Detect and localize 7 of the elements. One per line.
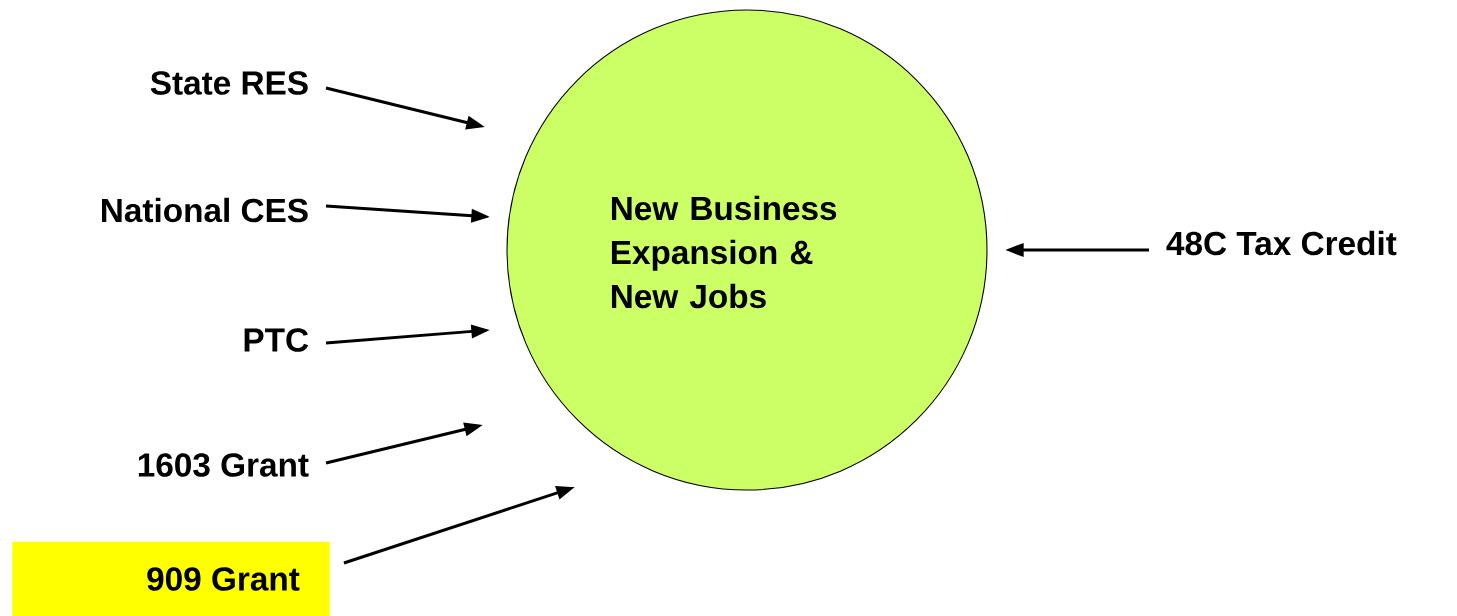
highlighted-label: 909 Grant: [12, 541, 330, 616]
label: State RES: [150, 71, 308, 95]
label: PTC: [244, 328, 309, 352]
label: National CES: [102, 197, 308, 223]
label: 48C Tax Credit: [1166, 230, 1397, 256]
label: 1603 Grant: [138, 453, 309, 477]
circle-node: New Business Expansion & New Jobs: [506, 9, 988, 491]
